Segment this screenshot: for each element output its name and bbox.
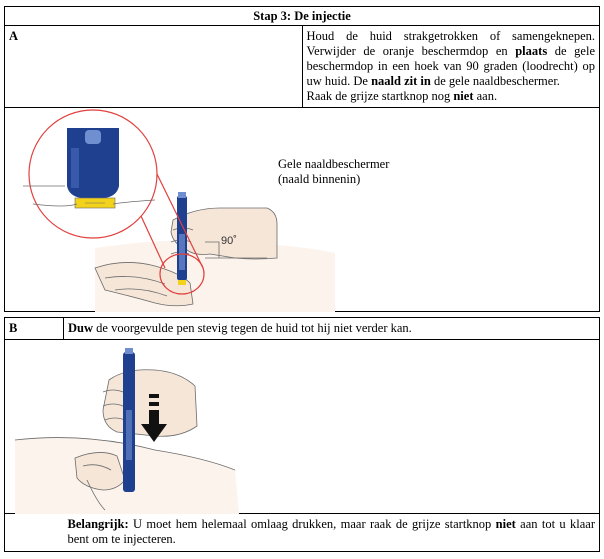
step-b-illustration-cell (4, 339, 600, 514)
push-down-arrow-icon (141, 424, 167, 442)
step-title: Stap 3: De injectie (4, 6, 600, 26)
needle-guard-caption: Gele naaldbeschermer(naald binnenin) (278, 157, 390, 186)
note-spacer (4, 513, 64, 552)
important-note: Belangrijk: U moet hem helemaal omlaag d… (63, 513, 600, 552)
pen-startbutton (178, 192, 186, 198)
angle-label: 90˚ (221, 235, 237, 247)
tip-highlight-circle (159, 253, 205, 295)
step-b-table: B Duw de voorgevulde pen stevig tegen de… (4, 317, 600, 552)
step-b-illustration (14, 348, 239, 514)
step-a-letter: A (4, 25, 303, 108)
step-b-instructions: Duw de voorgevulde pen stevig tegen de h… (63, 317, 600, 340)
step-a-instructions: Houd de huid strakgetrokken of samengekn… (301, 25, 600, 108)
step-a-table: Stap 3: De injectie A Houd de huid strak… (4, 6, 600, 312)
step-b-letter: B (4, 317, 64, 340)
yellow-needle-guard (178, 280, 186, 285)
step-a-illustration-cell: 90˚ Gel (4, 107, 600, 312)
step-a-illustration: 90˚ (23, 109, 335, 312)
